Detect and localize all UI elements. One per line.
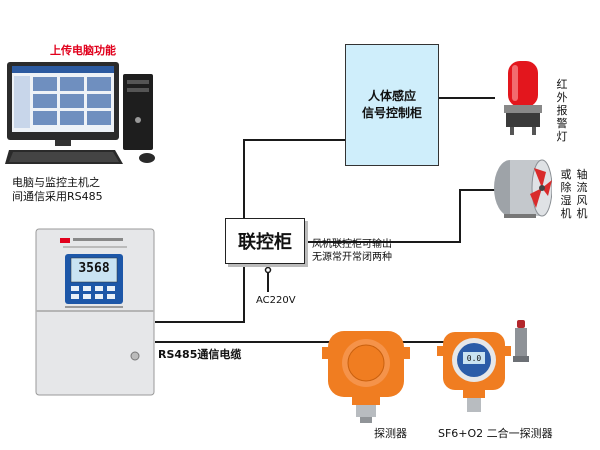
fan-label-col2: 轴流风机 [576, 168, 588, 220]
monitoring-controller [35, 228, 155, 396]
alarm-light-label: 红外报警灯 [556, 78, 568, 143]
linkage-cabinet-box: 联控柜 [225, 218, 305, 264]
rs485-cable-label: RS485通信电缆 [158, 348, 242, 361]
sf6-o2-detector-icon [435, 328, 517, 420]
fan-output-line1: 风机联控柜可输出 [312, 239, 392, 250]
sensor-probe-icon [506, 318, 536, 364]
human-sensor-line2: 信号控制柜 [361, 106, 422, 120]
pc-comm-line2: 间通信采用RS485 [12, 190, 103, 203]
human-sensor-line1: 人体感应 [367, 89, 416, 103]
fan-output-line2: 无源常开常闭两种 [312, 252, 392, 263]
pc-comm-line1: 电脑与监控主机之 [12, 176, 100, 189]
upload-title: 上传电脑功能 [50, 44, 116, 57]
sf6-display-value: 0.0 [466, 354, 482, 363]
human-sensor-control-box: 人体感应 信号控制柜 [345, 44, 439, 166]
fan-label-col1: 或除湿机 [560, 168, 572, 220]
gas-detector-icon [318, 325, 414, 425]
controller-display-value: 3568 [78, 261, 110, 276]
linkage-cabinet-label: 联控柜 [238, 232, 292, 253]
fan-icon [490, 150, 552, 220]
power-label: AC220V [256, 295, 296, 306]
computer [5, 60, 165, 170]
sf6-o2-detector-label: SF6+O2 二合一探测器 [438, 427, 553, 440]
detector-label: 探测器 [374, 427, 407, 440]
pc-tower-icon [123, 74, 153, 150]
alarm-light-icon [498, 55, 548, 137]
mouse-icon [139, 153, 155, 163]
